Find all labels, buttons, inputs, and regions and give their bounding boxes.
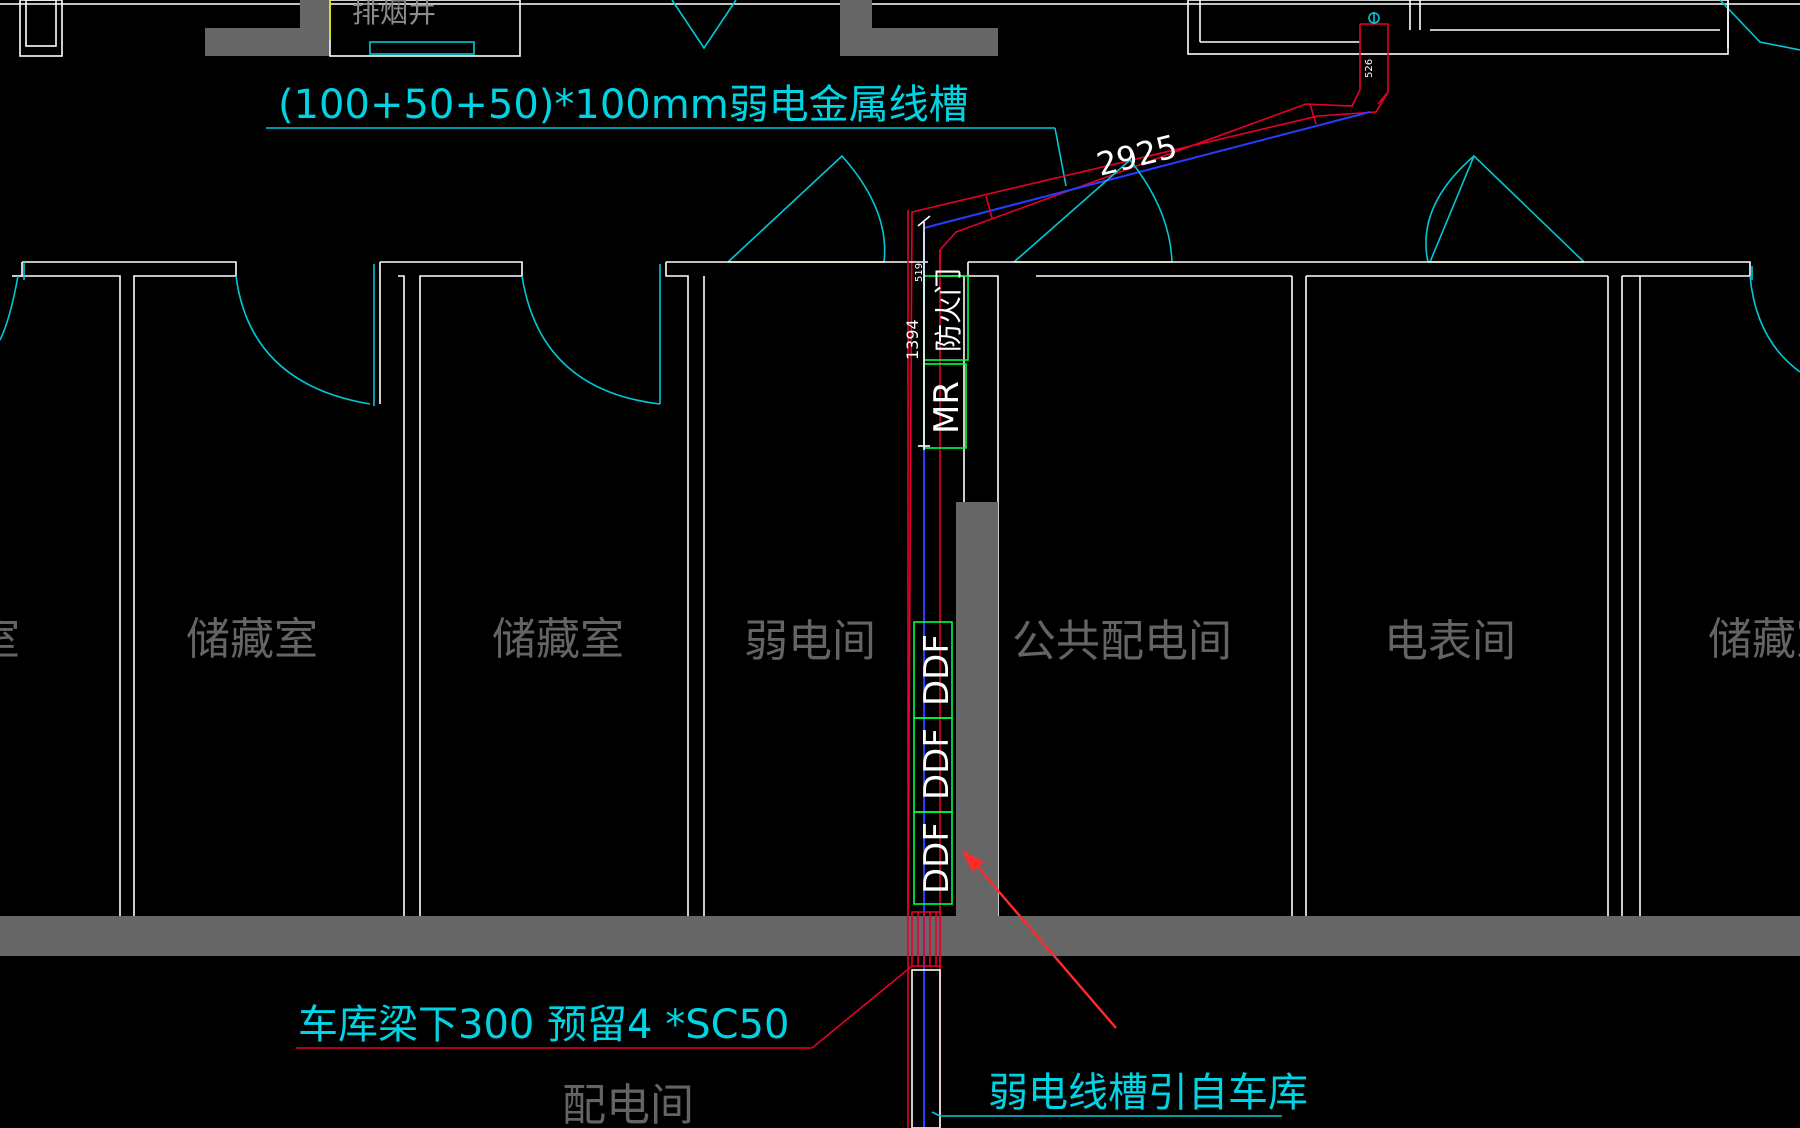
trunking-spec-leader — [266, 127, 1067, 187]
dimension-marks — [917, 215, 931, 450]
trunking-source-label: 弱电线槽引自车库 — [988, 1070, 1308, 1116]
small-dim-1: 519 — [914, 263, 925, 282]
top-structures — [0, 0, 1800, 57]
ddf-label-2: DDF — [917, 728, 957, 800]
room-label-storage-2: 储藏室 — [492, 614, 624, 665]
room-label-power-bottom: 配电间 — [562, 1080, 694, 1128]
diag-length-dim: 2925 — [1093, 127, 1181, 184]
ddf-label-3: DDF — [917, 822, 957, 894]
garage-conduit-leader — [296, 965, 913, 1049]
room-label-public-power: 公共配电间 — [1012, 616, 1232, 667]
room-label-storage-3: 储藏室 — [1708, 614, 1800, 665]
small-dim-2: 526 — [1364, 59, 1375, 78]
mr-label: MR — [927, 381, 967, 434]
room-label-storage-1: 储藏室 — [186, 614, 318, 665]
trunking-diagonal — [907, 12, 1389, 921]
garage-conduit-label: 车库梁下300 预留4 *SC50 — [298, 1002, 789, 1048]
trunking-source-leader — [931, 1111, 1282, 1117]
vertical-dim: 1394 — [903, 319, 922, 360]
door-swings-rooms — [0, 266, 1800, 405]
ddf-box-3 — [913, 811, 953, 905]
walls-upper — [12, 261, 1751, 916]
room-label-partial-left: 室 — [0, 614, 20, 665]
fire-door-label: 防火门 — [932, 268, 965, 352]
room-label-meter: 电表间 — [1384, 616, 1516, 667]
shaft-wall — [956, 502, 998, 916]
bottom-wall — [0, 916, 1800, 956]
door-swings-upper — [727, 154, 1585, 263]
ddf-label-1: DDF — [917, 634, 957, 706]
trunking-spec-label: (100+50+50)*100mm弱电金属线槽 — [278, 82, 969, 128]
room-label-weak-current: 弱电间 — [744, 616, 876, 667]
red-arrow-annotation — [962, 850, 1117, 1029]
top-partial-label: 排烟井 — [352, 0, 436, 29]
